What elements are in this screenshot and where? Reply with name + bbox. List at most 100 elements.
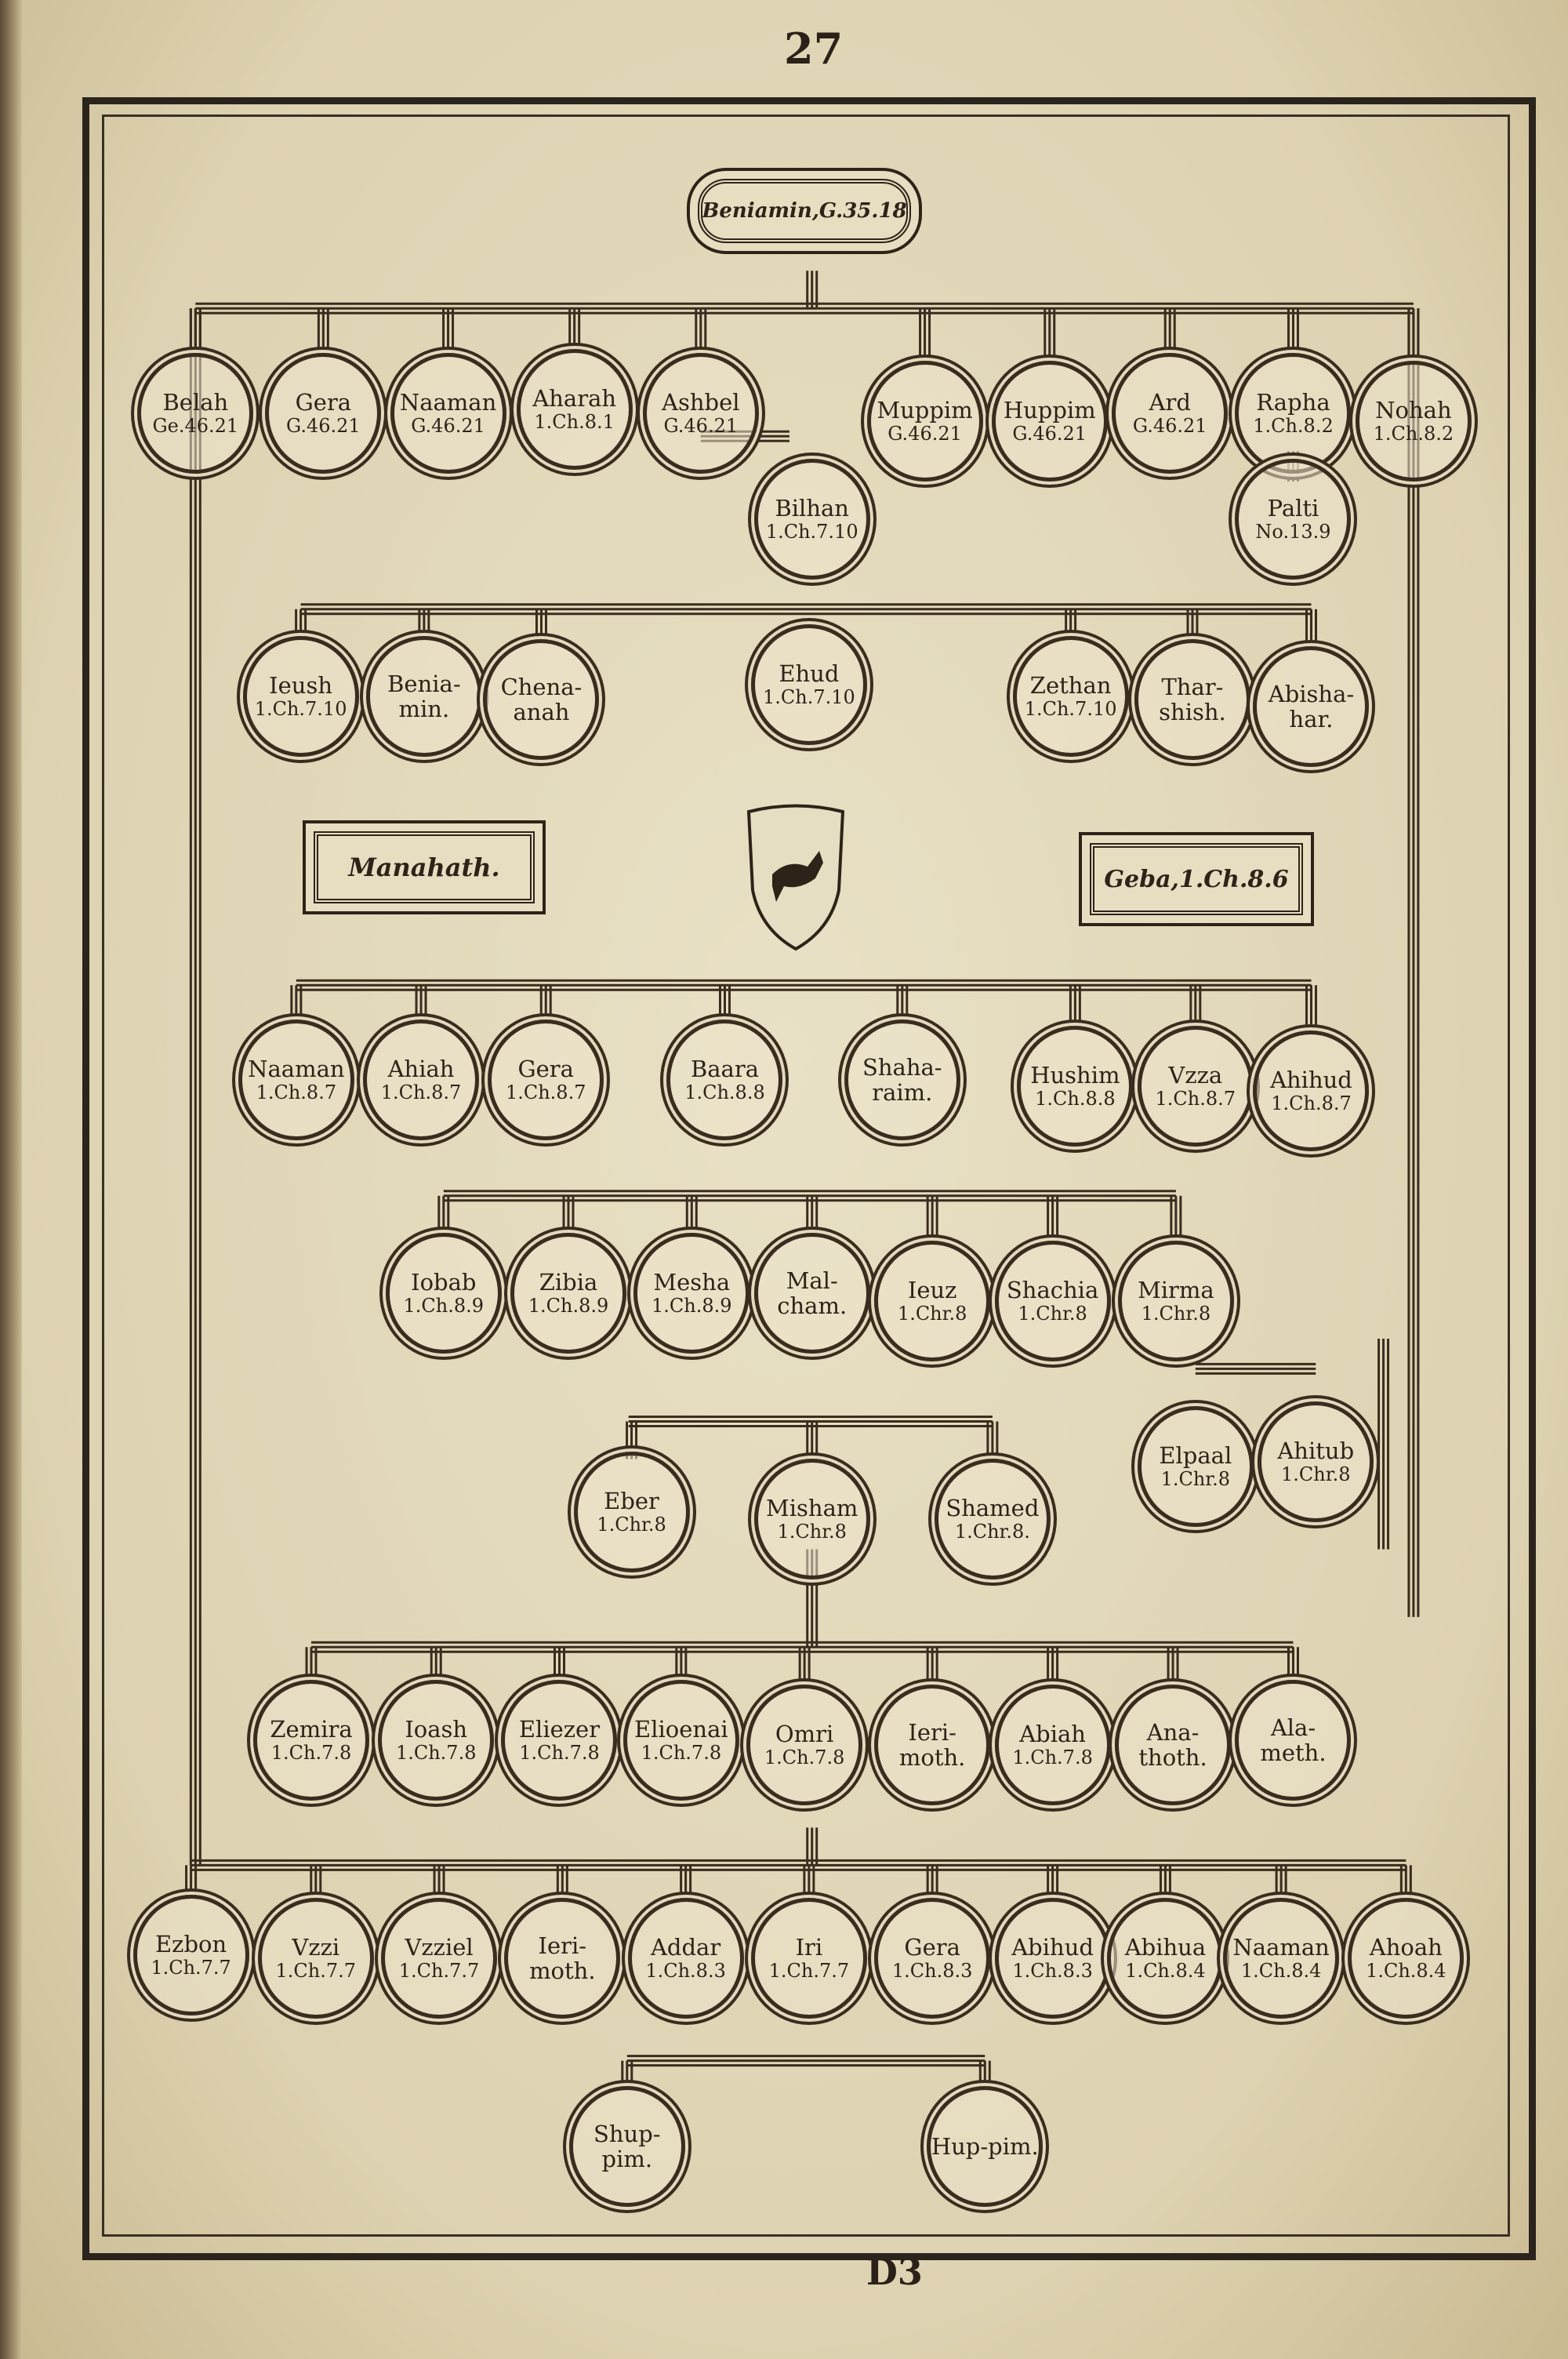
- book-spine: [0, 0, 22, 2359]
- person-name: Ieush: [269, 672, 333, 700]
- person-name: Baara: [690, 1056, 759, 1083]
- person-name: Nohah: [1375, 397, 1452, 424]
- person-name: Shachia: [1006, 1277, 1099, 1304]
- scripture-reference: 1.Chr.8: [1141, 1303, 1211, 1325]
- scripture-reference: 1.Ch.7.8: [1012, 1746, 1093, 1768]
- scripture-reference: 1.Ch.8.7: [256, 1081, 337, 1104]
- scripture-reference: 1.Ch.7.10: [254, 698, 347, 721]
- scripture-reference: 1.Ch.8.7: [380, 1081, 462, 1104]
- person-name: Mirma: [1138, 1277, 1214, 1304]
- person-medallion: Hup-pim.: [927, 2085, 1044, 2207]
- person-name: Shamed: [946, 1495, 1040, 1522]
- person-name: Muppim: [877, 397, 973, 424]
- scripture-reference: G.46.21: [1012, 423, 1087, 445]
- scripture-reference: 1.Ch.8.9: [403, 1295, 485, 1318]
- scripture-reference: 1.Ch.7.10: [1024, 698, 1117, 721]
- scripture-reference: 1.Ch.8.4: [1240, 1960, 1322, 1983]
- person-name: Ioash: [405, 1716, 468, 1743]
- person-medallion: Ieri-moth.: [874, 1684, 991, 1805]
- scripture-reference: 1.Ch.8.4: [1366, 1960, 1446, 1983]
- person-name: Ahitub: [1277, 1438, 1355, 1465]
- scripture-reference: 1.Ch.7.7: [275, 1960, 357, 1983]
- person-name: Ana-thoth.: [1138, 1718, 1207, 1771]
- scripture-reference: G.46.21: [663, 415, 739, 438]
- scripture-reference: 1.Ch.8.3: [1012, 1960, 1093, 1983]
- person-name: Zibia: [539, 1269, 598, 1296]
- scripture-reference: 1.Ch.7.8: [641, 1742, 722, 1765]
- person-name: Ezbon: [155, 1931, 227, 1958]
- scripture-reference: 1.Ch.7.7: [768, 1960, 850, 1983]
- person-name: Naaman: [248, 1056, 345, 1083]
- person-medallion: Mal-cham.: [753, 1233, 870, 1354]
- person-name: Ahoah: [1369, 1934, 1443, 1961]
- scripture-reference: 1.Chr.8: [1281, 1463, 1351, 1486]
- person-medallion: Thar-shish.: [1134, 638, 1250, 760]
- person-name: Abiah: [1019, 1720, 1086, 1747]
- scripture-reference: 1.Ch.8.7: [1155, 1087, 1236, 1110]
- scripture-reference: 1.Ch.8.7: [1271, 1092, 1352, 1114]
- person-medallion: Ieri-moth.: [504, 1898, 621, 2019]
- person-name: Naaman: [1232, 1934, 1330, 1961]
- person-name: Palti: [1267, 494, 1319, 522]
- scripture-reference: No.13.9: [1255, 520, 1331, 543]
- scripture-reference: 1.Ch.8.7: [505, 1081, 586, 1104]
- person-name: Hushim: [1030, 1061, 1120, 1089]
- scripture-reference: 1.Chr.8: [597, 1513, 666, 1536]
- person-name: Ieri-moth.: [898, 1718, 966, 1771]
- person-name: Vzzi: [292, 1934, 340, 1961]
- scripture-reference: 1.Ch.7.10: [762, 685, 855, 708]
- person-name: Ala-meth.: [1260, 1714, 1327, 1767]
- person-medallion: Benia-min.: [365, 636, 482, 758]
- person-name: Ieri-moth.: [529, 1932, 596, 1985]
- scripture-reference: G.46.21: [411, 415, 485, 438]
- person-name: Huppim: [1003, 397, 1096, 424]
- person-name: Misham: [766, 1495, 858, 1522]
- inner-border: [102, 114, 1510, 2237]
- scripture-reference: 1.Ch.8.9: [528, 1295, 609, 1318]
- scripture-reference: 1.Ch.8.3: [645, 1960, 726, 1983]
- person-medallion: Ana-thoth.: [1115, 1684, 1232, 1805]
- person-name: Rapha: [1256, 389, 1330, 416]
- person-name: Bilhan: [775, 494, 849, 522]
- scripture-reference: 1.Ch.8.2: [1253, 415, 1334, 438]
- scripture-reference: 1.Ch.7.10: [765, 520, 858, 543]
- person-medallion: Shaha-raim.: [844, 1020, 960, 1141]
- scripture-reference: 1.Ch.7.8: [764, 1746, 845, 1768]
- person-name: Elioenai: [634, 1716, 728, 1743]
- title-cartouche: Beniamin,G.35.18: [698, 179, 911, 243]
- outer-border: [82, 97, 1536, 2260]
- scripture-reference: 1.Ch.8.9: [652, 1295, 732, 1318]
- scripture-reference: 1.Ch.8.8: [684, 1081, 765, 1104]
- person-name: Ieuz: [907, 1277, 957, 1304]
- person-name: Thar-shish.: [1159, 673, 1226, 725]
- person-medallion: Shup-pim.: [568, 2085, 685, 2207]
- person-name: Zethan: [1029, 672, 1112, 700]
- scripture-reference: 1.Ch.8.1: [534, 410, 615, 433]
- scripture-reference: 1.Chr.8: [1160, 1468, 1231, 1491]
